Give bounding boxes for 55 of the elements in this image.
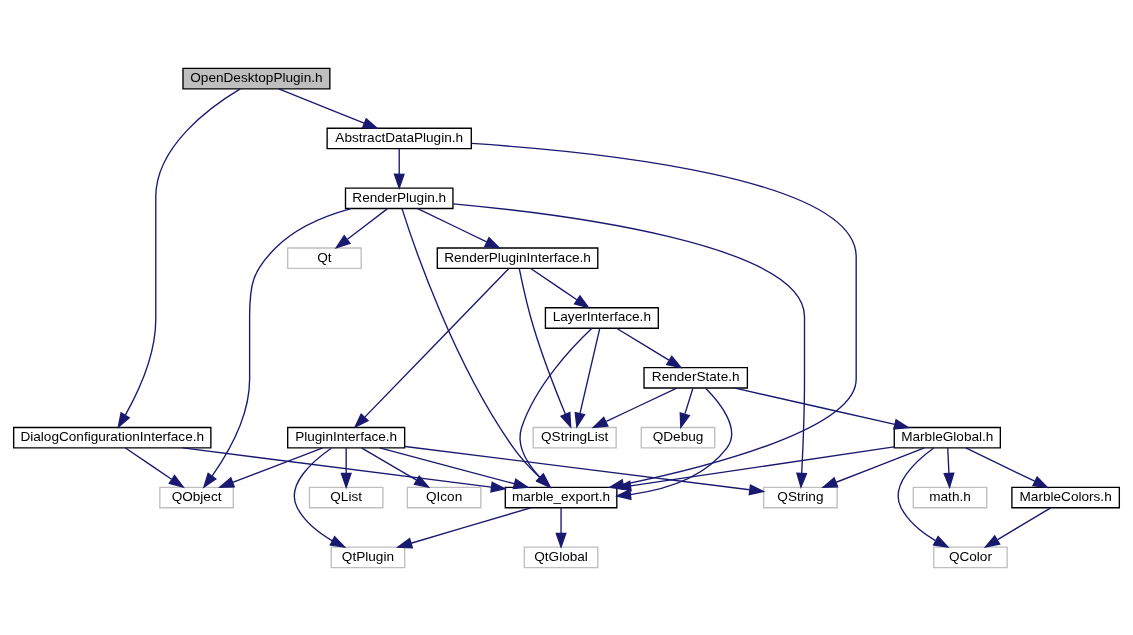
arrow bbox=[182, 446, 508, 493]
node-box: QtGlobal bbox=[523, 546, 599, 568]
node-box: QObject bbox=[159, 486, 234, 508]
node-box: LayerInterface.h bbox=[544, 306, 659, 329]
node-box: QString bbox=[763, 486, 838, 508]
node-box: math.h bbox=[912, 486, 988, 508]
arrow bbox=[202, 207, 352, 489]
node-box: RenderState.h bbox=[643, 366, 749, 389]
node-box: QDebug bbox=[640, 426, 716, 449]
arrow bbox=[574, 327, 601, 429]
node-box: DialogConfigurationInterface.h bbox=[13, 426, 212, 449]
node-box: QStringList bbox=[532, 426, 617, 449]
arrow bbox=[124, 446, 185, 488]
node-box: QIcon bbox=[406, 486, 482, 508]
arrow bbox=[401, 207, 552, 488]
arrow bbox=[360, 446, 431, 488]
arrow bbox=[821, 446, 925, 488]
arrow bbox=[530, 267, 591, 309]
arrow bbox=[518, 267, 572, 429]
node-box: OpenDesktopPlugin.h bbox=[182, 67, 331, 90]
arrow bbox=[555, 506, 567, 549]
arrow bbox=[278, 87, 379, 129]
arrow bbox=[393, 147, 405, 190]
node-box: MarbleGlobal.h bbox=[893, 426, 1001, 449]
arrow bbox=[591, 386, 678, 428]
node-box: MarbleColors.h bbox=[1011, 486, 1120, 508]
arrow bbox=[734, 386, 911, 430]
arrow bbox=[614, 387, 733, 500]
arrow bbox=[614, 445, 895, 491]
node-box: Qt bbox=[287, 246, 362, 269]
node-box: RenderPlugin.h bbox=[344, 186, 454, 209]
arrow bbox=[519, 327, 593, 488]
arrow bbox=[404, 445, 766, 495]
arrow bbox=[217, 446, 324, 488]
arrow bbox=[379, 446, 530, 489]
node-box: QList bbox=[308, 486, 384, 508]
arrow bbox=[417, 207, 502, 249]
arrow bbox=[983, 506, 1052, 548]
arrow bbox=[943, 446, 955, 489]
arrow bbox=[615, 327, 683, 368]
node-box: RenderPluginInterface.h bbox=[436, 246, 599, 269]
arrow bbox=[395, 506, 532, 549]
arrow bbox=[340, 446, 352, 489]
arrow bbox=[965, 446, 1050, 488]
node-box: QtPlugin bbox=[330, 546, 406, 568]
arrow bbox=[353, 267, 510, 429]
node-box: AbstractDataPlugin.h bbox=[326, 127, 472, 149]
arrow bbox=[897, 446, 950, 548]
arrow bbox=[117, 87, 241, 429]
node-box: QColor bbox=[933, 546, 1008, 568]
arrow bbox=[679, 386, 694, 429]
arrow bbox=[334, 207, 389, 249]
arrow bbox=[293, 447, 347, 548]
node-box: marble_export.h bbox=[504, 486, 618, 508]
node-box: PluginInterface.h bbox=[287, 426, 406, 449]
